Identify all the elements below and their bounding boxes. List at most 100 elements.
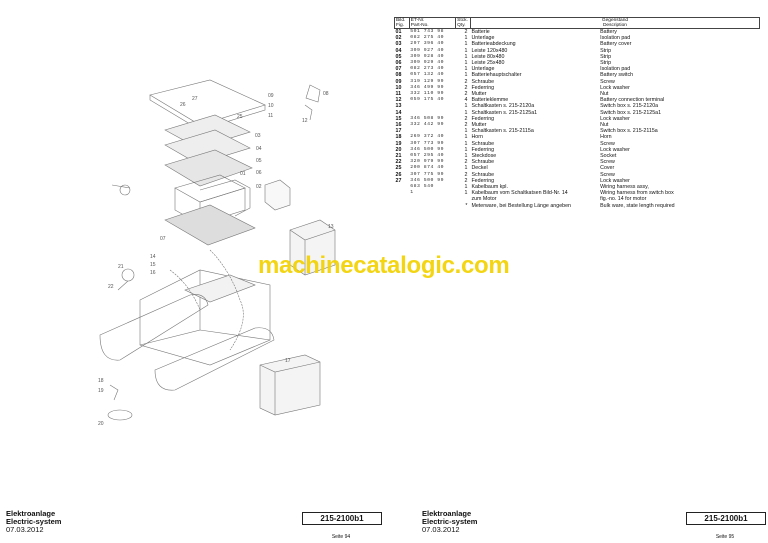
cell-etnr: 332 110 99 [410,91,445,97]
cell-qty: 1 [464,146,468,153]
cell-qty: 2 [464,177,468,184]
cell-etnr: 346 500 99 [410,177,445,183]
electric-system-illustration: 27 26 25 08 09 10 11 12 03 04 05 06 02 0… [98,79,336,427]
cell-de: Schraube [471,78,495,85]
section-title-en: Electric-system [422,517,478,526]
cell-etnr: 307 773 99 [410,140,445,146]
cell-en: Nut [600,122,609,129]
cell-en: Battery connection terminal [600,97,665,104]
cell-qty: 2 [464,122,468,129]
cell-qty: 1 [464,41,468,48]
cell-en: Screw [600,171,615,178]
cell-fig: 21 [395,153,402,160]
cell-de: Horn [471,134,483,141]
cell-etnr: 307 775 99 [410,171,445,177]
cell-fig: 08 [395,72,402,79]
cell-etnr: 346 500 99 [410,146,445,152]
cell-de: zum Motor [471,196,497,203]
cell-en: Isolation pad [600,66,631,73]
cell-etnr: 319 129 99 [410,78,445,84]
cell-de: Schraube [471,140,495,147]
callout-06: 06 [256,170,262,176]
cell-de: Steckdose [471,153,497,160]
header-etnr: ET-Nr.Part-No. [408,17,457,29]
cell-fig [395,203,410,209]
cell-etnr: 501 743 98 [410,29,445,34]
cell-de: Leiste 120x480 [471,47,508,54]
cell-en: Screw [600,159,615,166]
cell-qty: 1 [464,35,468,42]
callout-27: 27 [192,96,198,102]
header-qty: Stck.Qty. [455,17,471,29]
cell-qty: 1 [464,165,468,172]
cell-fig: 09 [395,78,402,85]
cell-de: Batterie [471,29,490,35]
cell-etnr: 309 928 40 [410,53,445,59]
cell-fig: 25 [395,165,402,172]
cell-fig: 19 [395,140,402,147]
cell-fig: 10 [395,84,402,91]
cell-fig: 26 [395,171,402,178]
cell-etnr: 346 499 99 [410,84,445,90]
cell-fig: 04 [395,47,402,54]
page-number: Seite 94 [331,534,351,540]
cell-qty: 1 [464,66,468,73]
callout-10: 10 [268,103,274,109]
cell-fig: 12 [395,97,402,104]
cell-qty: 1 [464,72,468,79]
cell-etnr: 297 396 40 [410,41,445,47]
cell-qty: 1 [464,153,468,160]
callout-17: 17 [285,358,291,364]
callout-04: 04 [256,146,262,152]
cell-en: Horn [600,134,612,141]
callout-05: 05 [256,158,262,164]
cell-en: Battery [600,29,617,35]
cell-en: Battery cover [600,41,632,48]
cell-etnr: 200 874 40 [410,165,445,171]
callout-12: 12 [302,118,308,124]
cell-etnr: 332 442 99 [410,122,445,128]
cell-qty: 2 [464,115,468,122]
page-number: Seite 95 [715,534,735,540]
cell-de: Federring [471,115,495,122]
cell-etnr: 082 275 40 [410,35,445,41]
callout-18: 18 [98,378,104,384]
right-page: Bild.Fig. ET-Nr.Part-No. Stck.Qty. Gegen… [384,0,768,543]
callout-13: 13 [328,224,334,230]
cell-fig: 06 [395,60,402,67]
cell-en: Isolation pad [600,35,631,42]
page-part-number: 215-2100b1 [686,512,766,525]
cell-de: Unterlage [471,66,495,73]
section-title-en: Electric-system [6,517,62,526]
cell-qty: 1 [464,184,468,191]
callout-16: 16 [150,270,156,276]
cell-de: Kabelbaum vom Schaltkatsen Bild-Nr. 14 [471,190,568,197]
header-fig: Bild.Fig. [394,17,410,29]
left-page: 27 26 25 08 09 10 11 12 03 04 05 06 02 0… [6,70,382,540]
callout-08: 08 [323,91,329,97]
cell-qty: 2 [464,159,468,166]
footer-date: 07.03.2012 [422,525,460,534]
cell-de: Schaltkasten s. 215-2120a [471,103,535,110]
section-title-de: Elektroanlage [422,509,472,518]
cell-qty: 2 [464,84,468,91]
exploded-parts-drawing: 27 26 25 08 09 10 11 12 03 04 05 06 02 0… [80,70,340,440]
cell-qty: * [465,202,468,209]
cell-etnr: 1 [410,190,414,196]
callout-14: 14 [150,254,156,260]
